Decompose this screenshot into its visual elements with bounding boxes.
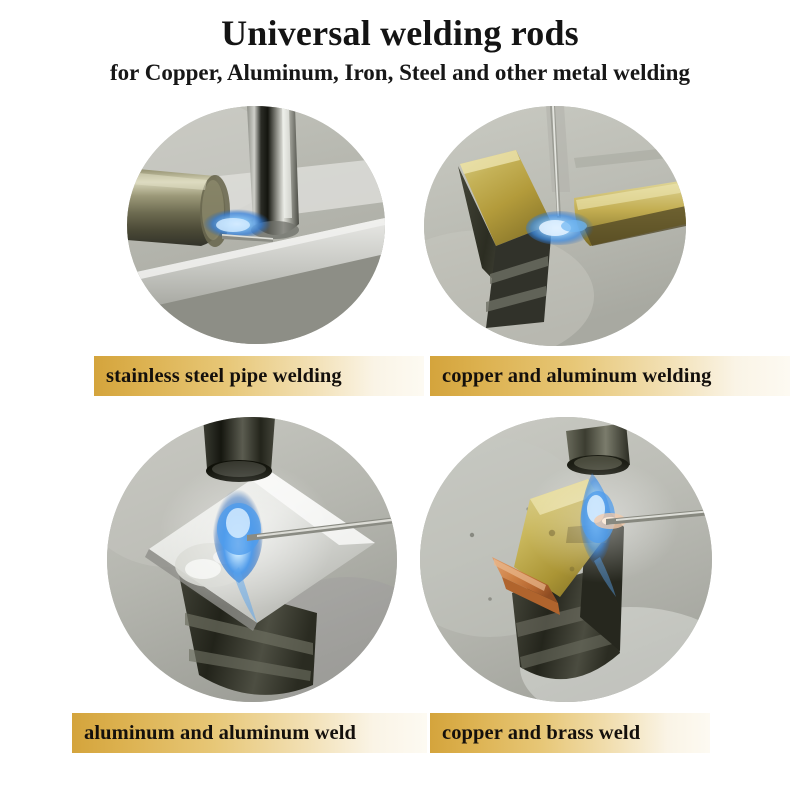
panel-aluminum-and-aluminum-weld: aluminum and aluminum weld: [62, 415, 427, 755]
caption-copper-and-aluminum-welding: copper and aluminum welding: [430, 356, 790, 396]
photo-stainless-steel-pipe-welding: [127, 106, 385, 344]
page-title: Universal welding rods: [221, 13, 579, 53]
panel-grid: stainless steel pipe welding: [0, 100, 800, 800]
caption-aluminum-and-aluminum-weld: aluminum and aluminum weld: [72, 713, 427, 753]
caption-text: copper and brass weld: [442, 721, 641, 744]
photo-copper-and-aluminum-welding: [424, 106, 686, 346]
panel-stainless-steel-pipe-welding: stainless steel pipe welding: [90, 104, 430, 409]
caption-text: aluminum and aluminum weld: [84, 721, 357, 744]
caption-text: copper and aluminum welding: [442, 364, 712, 387]
header: Universal welding rods for Copper, Alumi…: [0, 0, 800, 85]
caption-copper-and-brass-weld: copper and brass weld: [430, 713, 710, 753]
panel-copper-and-aluminum-welding: copper and aluminum welding: [420, 104, 790, 409]
caption-text: stainless steel pipe welding: [106, 364, 342, 387]
caption-stainless-steel-pipe-welding: stainless steel pipe welding: [94, 356, 424, 396]
photo-aluminum-and-aluminum-weld: [107, 417, 397, 702]
panel-copper-and-brass-weld: copper and brass weld: [420, 415, 790, 755]
photo-copper-and-brass-weld: [420, 417, 712, 702]
page-subtitle: for Copper, Aluminum, Iron, Steel and ot…: [110, 59, 690, 85]
